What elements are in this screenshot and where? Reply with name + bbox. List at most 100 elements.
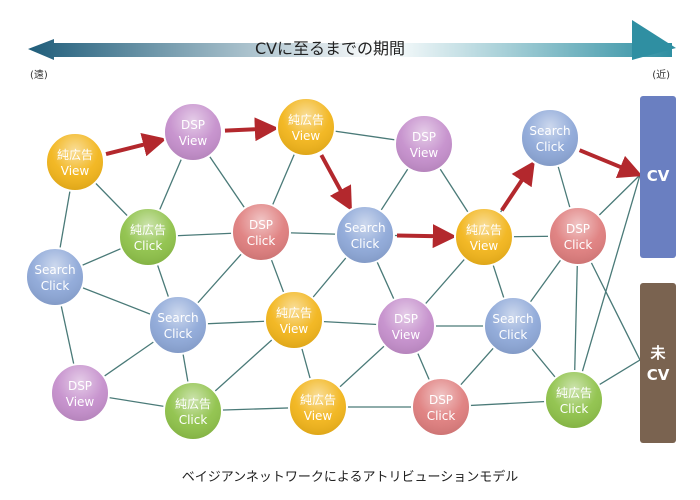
cv-panel: CV bbox=[640, 96, 676, 258]
network-node: DSP View bbox=[50, 363, 110, 423]
node-label-line1: DSP bbox=[249, 218, 273, 232]
node-label-line1: DSP bbox=[181, 118, 205, 132]
network-node: 純広告 Click bbox=[163, 381, 223, 441]
node-label-line2: View bbox=[292, 129, 321, 143]
node-label-line1: 純広告 bbox=[57, 148, 93, 162]
node-shine bbox=[233, 204, 289, 260]
node-label-line1: 純広告 bbox=[300, 393, 336, 407]
node-label-line2: Click bbox=[179, 413, 208, 427]
node-label-line2: View bbox=[280, 322, 309, 336]
node-label-line2: Click bbox=[164, 327, 193, 341]
network-node: DSP Click bbox=[548, 206, 608, 266]
node-label-line2: Click bbox=[560, 402, 589, 416]
attribution-path bbox=[105, 117, 643, 249]
node-label-line1: 純広告 bbox=[288, 113, 324, 127]
node-shine bbox=[278, 99, 334, 155]
node-shine bbox=[27, 249, 83, 305]
node-label-line1: DSP bbox=[429, 393, 453, 407]
node-label-line2: Click bbox=[536, 140, 565, 154]
node-label-line2: View bbox=[179, 134, 208, 148]
period-label: CVに至るまでの期間 bbox=[255, 39, 405, 58]
network-node: 純広告 View bbox=[45, 132, 105, 192]
network-node: 純広告 Click bbox=[544, 370, 604, 430]
node-shine bbox=[550, 208, 606, 264]
node-label-line1: 純広告 bbox=[276, 306, 312, 320]
node-shine bbox=[266, 292, 322, 348]
node-shine bbox=[456, 209, 512, 265]
not-cv-panel-line1: 未 bbox=[649, 344, 666, 362]
node-label-line2: View bbox=[392, 328, 421, 342]
node-label-line1: Search bbox=[157, 311, 198, 325]
node-label-line2: View bbox=[304, 409, 333, 423]
node-shine bbox=[396, 116, 452, 172]
node-label-line1: Search bbox=[34, 263, 75, 277]
diagram-caption: ベイジアンネットワークによるアトリビューションモデル bbox=[182, 469, 519, 485]
time-arrow-head bbox=[632, 20, 676, 60]
node-shine bbox=[120, 209, 176, 265]
node-shine bbox=[150, 297, 206, 353]
path-arrow bbox=[578, 148, 643, 179]
not-cv-panel: 未 CV bbox=[640, 283, 676, 443]
node-label-line2: Click bbox=[247, 234, 276, 248]
network-node: 純広告 View bbox=[288, 377, 348, 437]
network-edges bbox=[54, 126, 641, 412]
node-shine bbox=[337, 207, 393, 263]
far-label: (遠) bbox=[30, 68, 48, 81]
node-shine bbox=[546, 372, 602, 428]
node-label-line1: DSP bbox=[68, 379, 92, 393]
path-arrow bbox=[396, 224, 457, 249]
time-arrow-shape bbox=[28, 39, 672, 60]
network-edge bbox=[573, 174, 641, 401]
node-label-line2: Click bbox=[427, 409, 456, 423]
node-shine bbox=[485, 298, 541, 354]
not-cv-panel-line2: CV bbox=[647, 366, 670, 384]
network-node: 純広告 View bbox=[276, 97, 336, 157]
node-label-line2: Click bbox=[564, 238, 593, 252]
node-shine bbox=[165, 104, 221, 160]
path-arrow bbox=[105, 132, 167, 157]
node-label-line1: 純広告 bbox=[556, 386, 592, 400]
node-label-line2: Click bbox=[134, 239, 163, 253]
cv-panel-label: CV bbox=[647, 167, 670, 185]
network-node: DSP Click bbox=[231, 202, 291, 262]
node-label-line2: View bbox=[66, 395, 95, 409]
network-node: DSP View bbox=[163, 102, 223, 162]
node-label-line2: View bbox=[61, 164, 90, 178]
node-label-line1: DSP bbox=[566, 222, 590, 236]
node-label-line2: Click bbox=[499, 328, 528, 342]
node-label-line1: DSP bbox=[394, 312, 418, 326]
network-node: 純広告 Click bbox=[118, 207, 178, 267]
not-cv-panel-box bbox=[640, 283, 676, 443]
node-label-line2: Click bbox=[351, 237, 380, 251]
node-shine bbox=[378, 298, 434, 354]
node-label-line1: 純広告 bbox=[175, 397, 211, 411]
path-arrow bbox=[500, 160, 535, 212]
node-label-line1: Search bbox=[344, 221, 385, 235]
network-node: 純広告 View bbox=[454, 207, 514, 267]
cv-panel-box bbox=[640, 96, 676, 258]
near-label: (近) bbox=[652, 68, 670, 81]
node-shine bbox=[47, 134, 103, 190]
time-arrow: CVに至るまでの期間 bbox=[28, 20, 676, 60]
node-label-line2: Click bbox=[41, 279, 70, 293]
node-label-line1: 純広告 bbox=[130, 223, 166, 237]
node-label-line1: DSP bbox=[412, 130, 436, 144]
node-shine bbox=[52, 365, 108, 421]
node-shine bbox=[413, 379, 469, 435]
node-label-line1: Search bbox=[492, 312, 533, 326]
node-label-line1: 純広告 bbox=[466, 223, 502, 237]
node-shine bbox=[522, 110, 578, 166]
network-node: DSP View bbox=[376, 296, 436, 356]
network-node: DSP View bbox=[394, 114, 454, 174]
node-label-line1: Search bbox=[529, 124, 570, 138]
node-label-line2: View bbox=[410, 146, 439, 160]
node-label-line2: View bbox=[470, 239, 499, 253]
node-shine bbox=[290, 379, 346, 435]
